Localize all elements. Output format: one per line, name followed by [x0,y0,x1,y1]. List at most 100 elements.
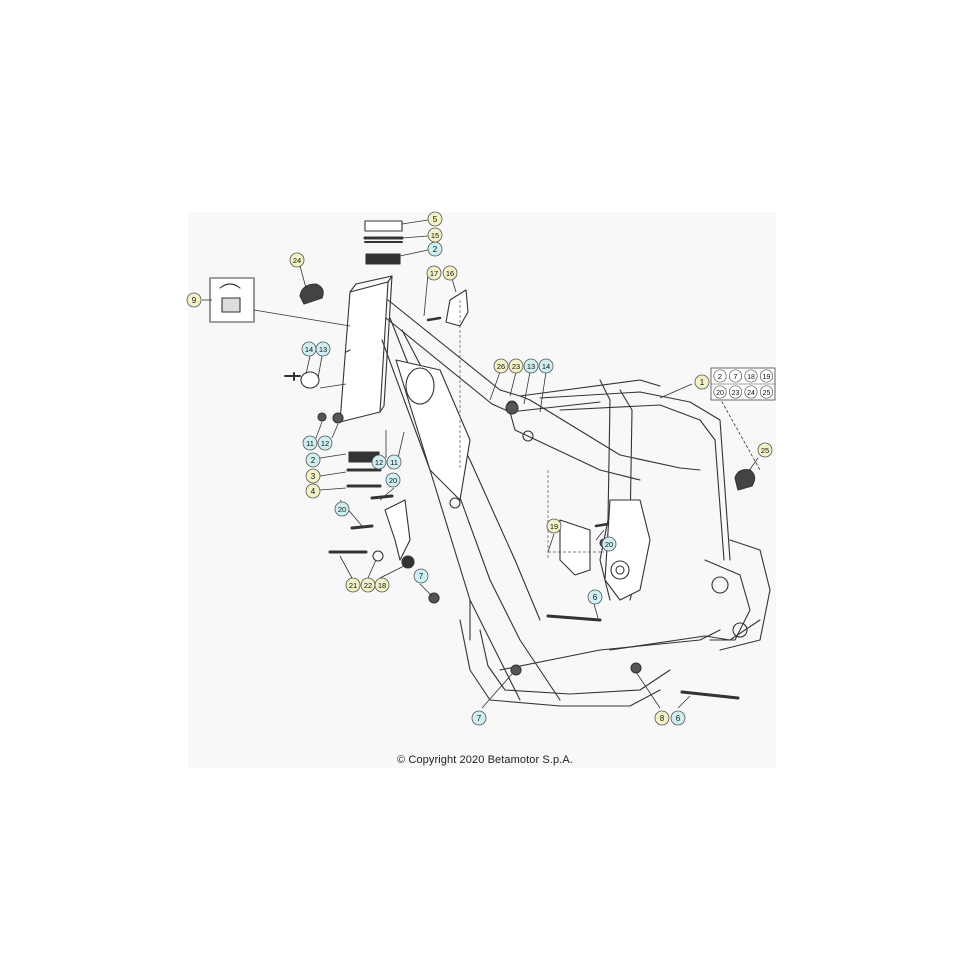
callout-circle [587,589,603,605]
callout-circle [305,483,321,499]
callout-label: 11 [306,439,314,448]
callout-12: 12 [371,454,387,470]
callout-11: 11 [302,435,318,451]
cable-clamp-24 [299,283,324,305]
callout-label: 26 [497,362,505,371]
callout-label: 25 [761,446,769,455]
callout-label: 20 [338,505,346,514]
callout-26: 26 [493,358,509,374]
callout-circle [471,710,487,726]
callout-circle [305,468,321,484]
callout-label: 20 [389,476,397,485]
callout-label: 7 [419,572,424,581]
callout-1: 1 [694,374,710,390]
kit-item-circle [744,385,758,399]
callout-circle [427,241,443,257]
callout-circle [386,454,402,470]
callout-circle [546,518,562,534]
callout-label: 17 [430,269,438,278]
callout-circle [694,374,710,390]
callout-20: 20 [334,501,350,517]
bearing-stack-upper [363,220,404,265]
kit-item-label: 20 [716,390,724,397]
engine-mount-plates [384,499,651,601]
kit-item-circle [744,369,758,383]
callout-24: 24 [289,252,305,268]
cable-clamp-25 [734,469,756,491]
callout-label: 6 [593,593,598,602]
kit-item-label: 24 [747,390,755,397]
callout-16: 16 [442,265,458,281]
callout-label: 18 [378,581,386,590]
callout-label: 14 [542,362,550,371]
kit-item-label: 18 [747,374,755,381]
callout-circle [493,358,509,374]
callout-label: 12 [321,439,329,448]
callout-circle [442,265,458,281]
callout-13: 13 [315,341,331,357]
callout-14: 14 [301,341,317,357]
callout-label: 23 [512,362,520,371]
callout-8: 8 [654,710,670,726]
callout-3: 3 [305,468,321,484]
callout-circle [538,358,554,374]
callout-17: 17 [426,265,442,281]
callout-label: 11 [390,458,398,467]
detail-box-9 [209,277,351,327]
callout-9: 9 [186,292,202,308]
kit-item-label: 19 [763,374,771,381]
kit-item-label: 2 [718,372,722,381]
callout-circle [315,341,331,357]
callout-circle [305,452,321,468]
steering-head-tube [339,275,393,423]
callout-label: 3 [311,472,316,481]
callout-label: 6 [676,714,681,723]
callout-12: 12 [317,435,333,451]
callout-circle [523,358,539,374]
kit-item-label: 25 [763,390,771,397]
callout-label: 21 [349,581,357,590]
callout-label: 13 [527,362,535,371]
callout-4: 4 [305,483,321,499]
callout-label: 9 [192,296,197,305]
kit-item-circle [728,385,743,399]
callout-18: 18 [374,577,390,593]
callout-label: 24 [293,256,301,265]
kit-item-circle [759,369,774,383]
callout-label: 12 [375,458,383,467]
callout-circle [508,358,524,374]
frame-cradle [459,599,761,707]
callout-circle [371,454,387,470]
callout-circle [670,710,686,726]
callout-label: 2 [433,245,438,254]
kit-item-circle [759,385,774,399]
callout-label: 13 [319,345,327,354]
callout-label: 7 [477,714,482,723]
callout-6: 6 [587,589,603,605]
callout-label: 1 [700,378,705,387]
callout-label: 8 [660,714,665,723]
callout-circle [757,442,773,458]
callout-label: 15 [431,231,439,240]
callout-label: 20 [605,540,613,549]
callout-circle [317,435,333,451]
kit-item-circle [728,369,743,383]
callout-20: 20 [601,536,617,552]
callout-2: 2 [305,452,321,468]
callout-label: 22 [364,581,372,590]
callout-circle [345,577,361,593]
callout-label: 5 [433,215,438,224]
callout-19: 19 [546,518,562,534]
callout-label: 19 [550,522,558,531]
callout-7: 7 [471,710,487,726]
callout-circle [426,265,442,281]
diagram-panel [188,212,776,768]
copyright-text: © Copyright 2020 Betamotor S.p.A. [397,754,573,766]
callout-label: 16 [446,269,454,278]
frame-illustration [209,220,771,707]
callout-circle [334,501,350,517]
kit-item-circle [713,369,727,383]
